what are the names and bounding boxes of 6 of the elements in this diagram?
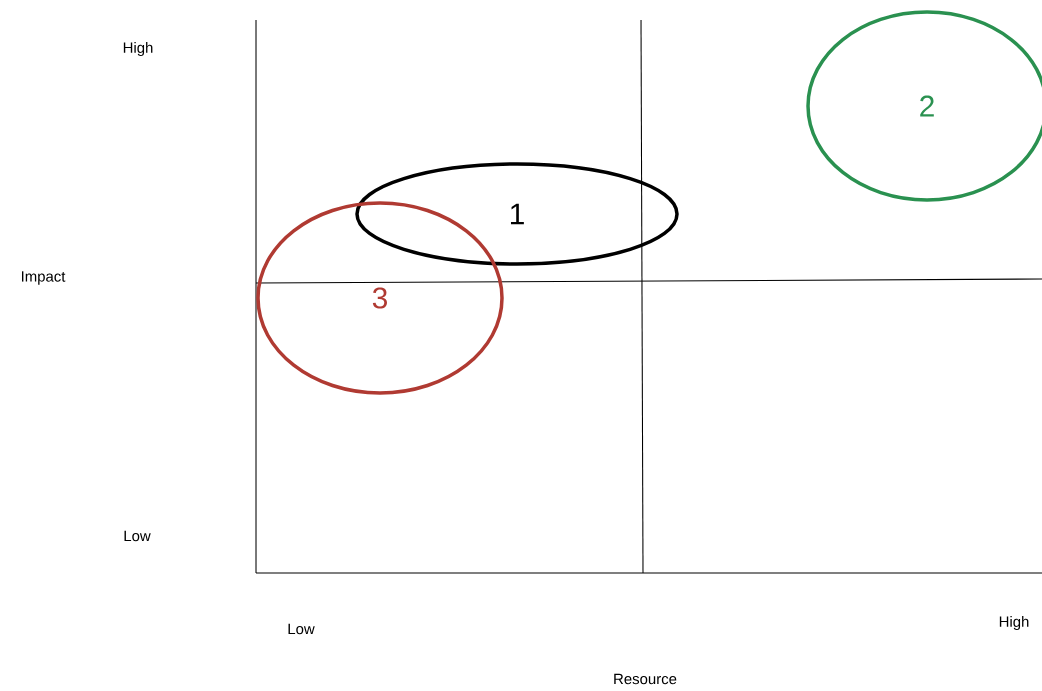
axis-label: Low <box>288 623 315 635</box>
axis-label: Impact <box>21 271 66 285</box>
axis-label: Low <box>124 530 151 542</box>
axis-label: High <box>123 42 153 56</box>
axis-label: Resource <box>614 673 677 685</box>
axis-label: High <box>999 616 1029 630</box>
